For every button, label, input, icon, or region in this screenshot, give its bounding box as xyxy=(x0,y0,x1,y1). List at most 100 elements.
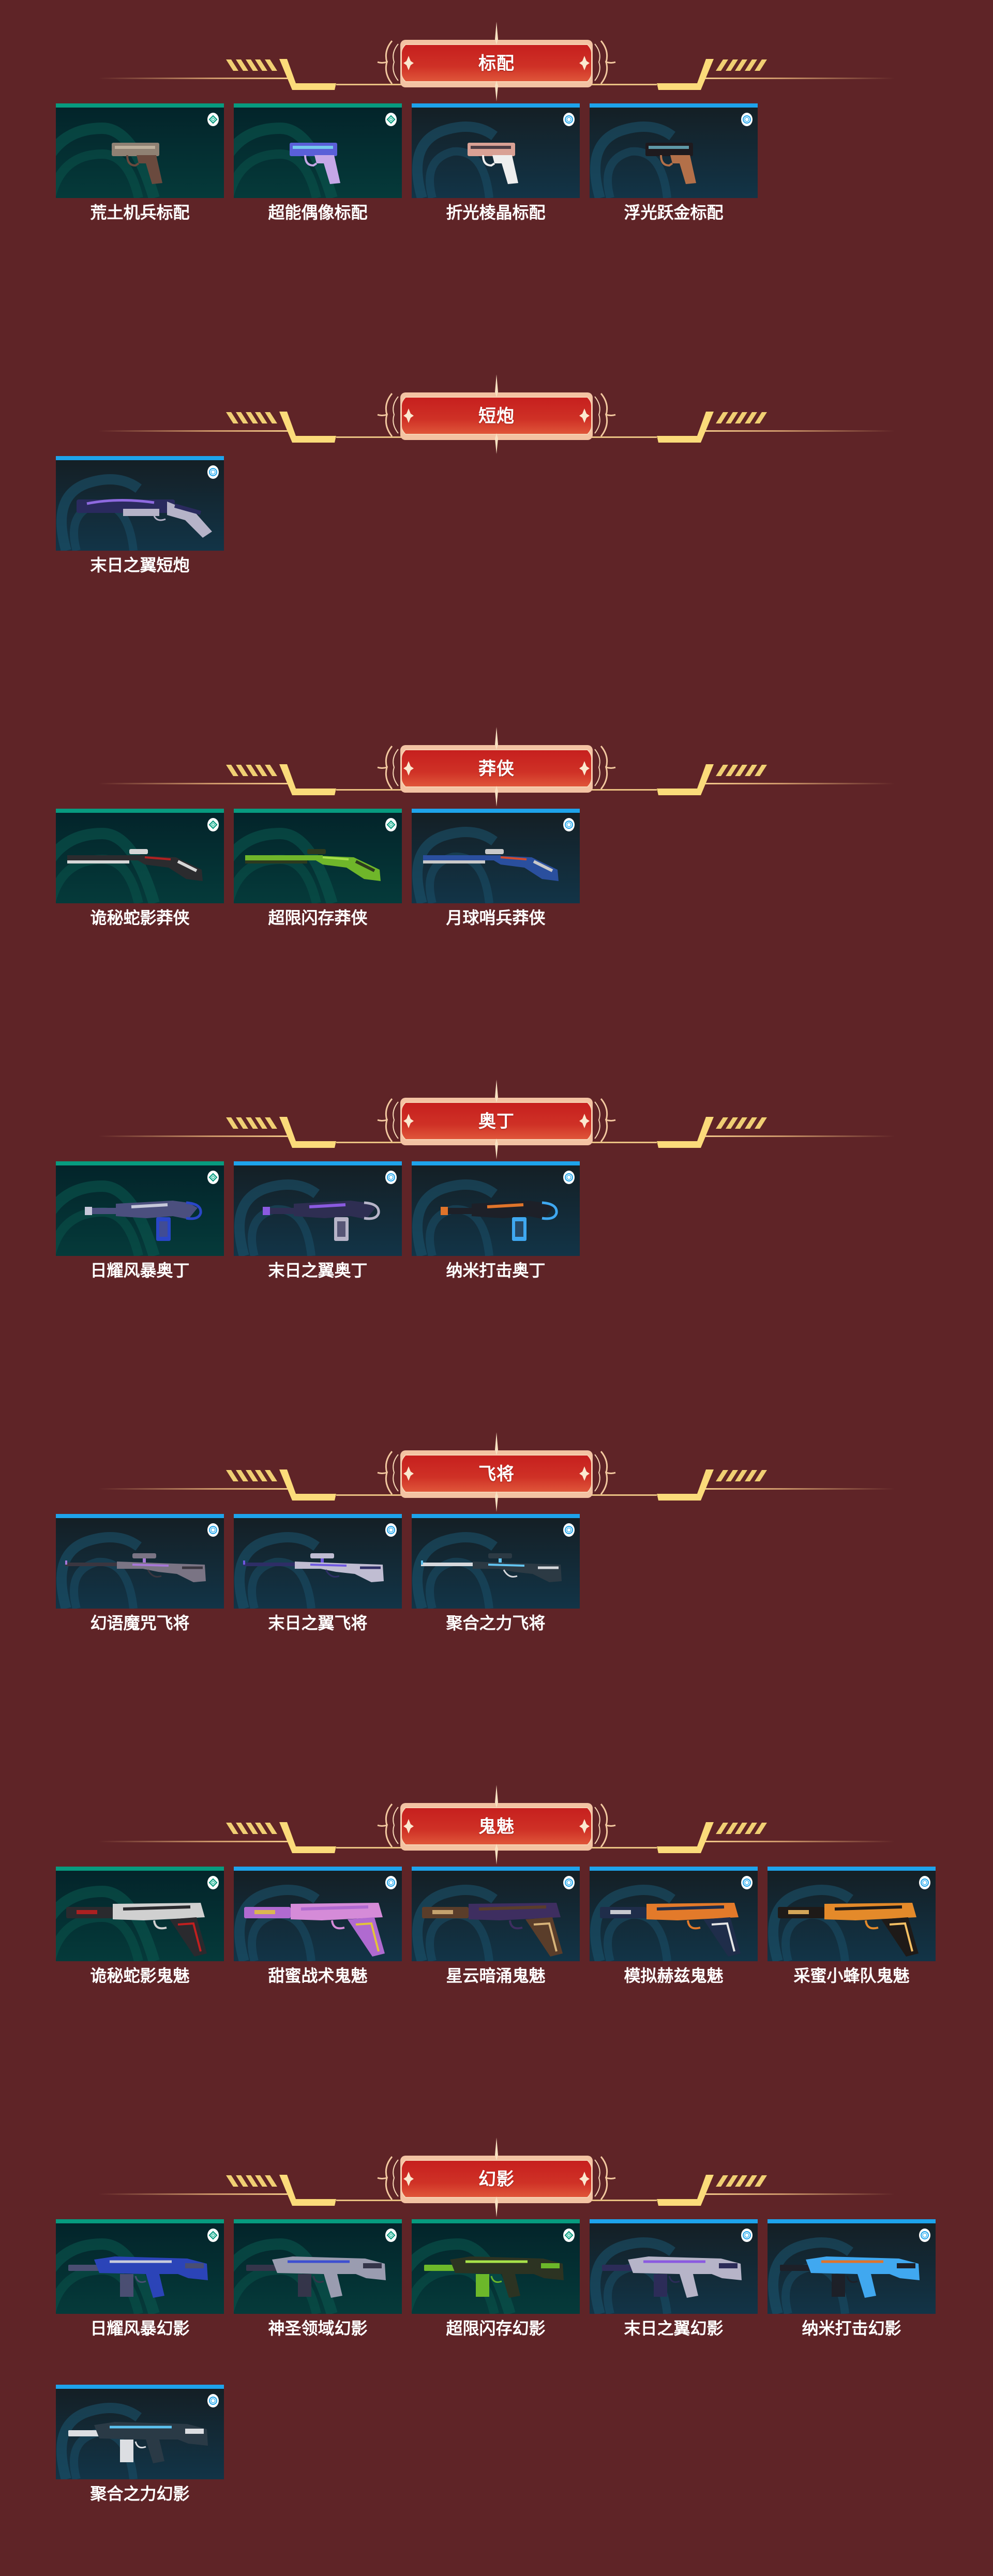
skin-card-5-4[interactable]: 采蜜小蜂队鬼魅 xyxy=(768,1867,936,2032)
skin-image xyxy=(56,1871,224,1961)
weapon-icon xyxy=(424,2256,564,2298)
section-title-badge: 标配 xyxy=(398,37,595,86)
rarity-diamond-icon xyxy=(385,113,397,126)
skin-card-2-0[interactable]: 诡秘蛇影莽侠 xyxy=(56,809,224,974)
weapon-icon xyxy=(263,1201,380,1241)
section-header: 幻影 xyxy=(0,2135,993,2219)
skin-card-frame xyxy=(234,1514,402,1609)
header-ornament-icon xyxy=(98,374,895,454)
skin-card-frame xyxy=(56,2219,224,2314)
section-title: 飞将 xyxy=(478,1463,515,1484)
skin-image xyxy=(590,1871,758,1961)
rarity-bar xyxy=(56,2385,224,2389)
weapon-section-4: 飞将 xyxy=(0,1430,993,1783)
header-ornament-icon xyxy=(98,22,895,101)
skin-name: 日耀风暴奥丁 xyxy=(90,1261,190,1280)
skin-card-5-2[interactable]: 星云暗涌鬼魅 xyxy=(412,1867,580,2032)
weapon-icon xyxy=(68,2256,208,2298)
skin-card-4-1[interactable]: 末日之翼飞将 xyxy=(234,1514,402,1679)
skin-name: 纳米打击奥丁 xyxy=(446,1261,546,1280)
rarity-bar xyxy=(56,1161,224,1165)
card-background-pattern-icon xyxy=(56,1532,142,1609)
skin-card-4-0[interactable]: 幻语魔咒飞将 xyxy=(56,1514,224,1679)
skin-image xyxy=(590,108,758,198)
skin-card-6-0[interactable]: 日耀风暴幻影 xyxy=(56,2219,224,2385)
skin-card-5-0[interactable]: 诡秘蛇影鬼魅 xyxy=(56,1867,224,2032)
skin-card-0-0[interactable]: 荒土机兵标配 xyxy=(56,103,224,269)
rarity-diamond-icon xyxy=(385,2229,397,2242)
skin-grid: 末日之翼短炮 xyxy=(56,456,945,622)
weapon-icon xyxy=(246,2256,386,2298)
card-background-pattern-icon xyxy=(412,122,498,198)
weapon-section-3: 奥丁 xyxy=(0,1078,993,1430)
rarity-diamond-icon xyxy=(207,818,219,831)
section-title: 标配 xyxy=(478,53,515,74)
rarity-bar xyxy=(234,1514,402,1518)
weapon-section-6: 幻影 xyxy=(0,2135,993,2576)
section-header: 短炮 xyxy=(0,372,993,456)
skin-name: 幻语魔咒飞将 xyxy=(90,1613,190,1633)
rarity-ring-icon xyxy=(563,1523,575,1537)
skin-image xyxy=(412,1165,580,1256)
skin-card-3-0[interactable]: 日耀风暴奥丁 xyxy=(56,1161,224,1327)
header-ornament-icon xyxy=(98,727,895,807)
skin-grid: 日耀风暴奥丁 末日之翼奥丁 xyxy=(56,1161,945,1327)
skin-card-0-1[interactable]: 超能偶像标配 xyxy=(234,103,402,269)
weapon-icon xyxy=(67,849,203,881)
section-title-badge: 莽侠 xyxy=(398,742,595,792)
skin-card-2-2[interactable]: 月球哨兵莽侠 xyxy=(412,809,580,974)
rarity-bar xyxy=(590,103,758,108)
rarity-ring-icon xyxy=(919,2229,930,2242)
rarity-ring-icon xyxy=(385,1523,397,1537)
skin-image xyxy=(234,1871,402,1961)
weapon-section-5: 鬼魅 xyxy=(0,1783,993,2135)
rarity-bar xyxy=(56,2219,224,2223)
rarity-bar xyxy=(234,1161,402,1165)
skin-image xyxy=(412,1518,580,1609)
skin-card-6-3[interactable]: 末日之翼幻影 xyxy=(590,2219,758,2385)
section-title-badge: 幻影 xyxy=(398,2153,595,2202)
skin-name: 诡秘蛇影莽侠 xyxy=(90,908,190,928)
rarity-diamond-icon xyxy=(207,113,219,126)
skin-card-0-2[interactable]: 折光棱晶标配 xyxy=(412,103,580,269)
skin-card-1-0[interactable]: 末日之翼短炮 xyxy=(56,456,224,622)
skin-card-frame xyxy=(56,456,224,551)
weapon-icon xyxy=(290,143,340,184)
skin-image xyxy=(412,2223,580,2314)
skin-card-3-2[interactable]: 纳米打击奥丁 xyxy=(412,1161,580,1327)
skin-name: 甜蜜战术鬼魅 xyxy=(268,1966,368,1986)
skin-card-6-4[interactable]: 纳米打击幻影 xyxy=(768,2219,936,2385)
skin-name: 末日之翼飞将 xyxy=(268,1613,368,1633)
skin-card-frame xyxy=(412,1161,580,1256)
rarity-ring-icon xyxy=(207,2394,219,2407)
weapon-icon xyxy=(441,1201,558,1241)
skin-card-3-1[interactable]: 末日之翼奥丁 xyxy=(234,1161,402,1327)
skin-card-6-2[interactable]: 超限闪存幻影 xyxy=(412,2219,580,2385)
rarity-bar xyxy=(412,103,580,108)
rarity-ring-icon xyxy=(563,818,575,831)
skin-card-0-3[interactable]: 浮光跃金标配 xyxy=(590,103,758,269)
skin-card-frame xyxy=(412,103,580,198)
skin-card-6-1[interactable]: 神圣领域幻影 xyxy=(234,2219,402,2385)
weapon-section-2: 莽侠 诡秘蛇影莽侠 xyxy=(0,725,993,1078)
skin-card-5-3[interactable]: 模拟赫兹鬼魅 xyxy=(590,1867,758,2032)
skin-name: 超限闪存幻影 xyxy=(446,2319,546,2338)
skin-card-frame xyxy=(56,809,224,903)
skin-card-frame xyxy=(234,1161,402,1256)
rarity-bar xyxy=(234,2219,402,2223)
skin-name: 聚合之力幻影 xyxy=(90,2484,190,2504)
skin-name: 聚合之力飞将 xyxy=(446,1613,546,1633)
card-background-pattern-icon xyxy=(412,1532,498,1609)
weapon-icon xyxy=(600,1903,741,1957)
section-title: 短炮 xyxy=(478,405,515,427)
skin-card-2-1[interactable]: 超限闪存莽侠 xyxy=(234,809,402,974)
section-title-badge: 短炮 xyxy=(398,389,595,439)
skin-card-5-1[interactable]: 甜蜜战术鬼魅 xyxy=(234,1867,402,2032)
skin-card-6-5[interactable]: 聚合之力幻影 xyxy=(56,2385,224,2550)
skin-name: 日耀风暴幻影 xyxy=(90,2319,190,2338)
rarity-diamond-icon xyxy=(207,2229,219,2242)
skin-card-4-2[interactable]: 聚合之力飞将 xyxy=(412,1514,580,1679)
section-title: 莽侠 xyxy=(478,758,515,779)
rarity-ring-icon xyxy=(207,1523,219,1537)
